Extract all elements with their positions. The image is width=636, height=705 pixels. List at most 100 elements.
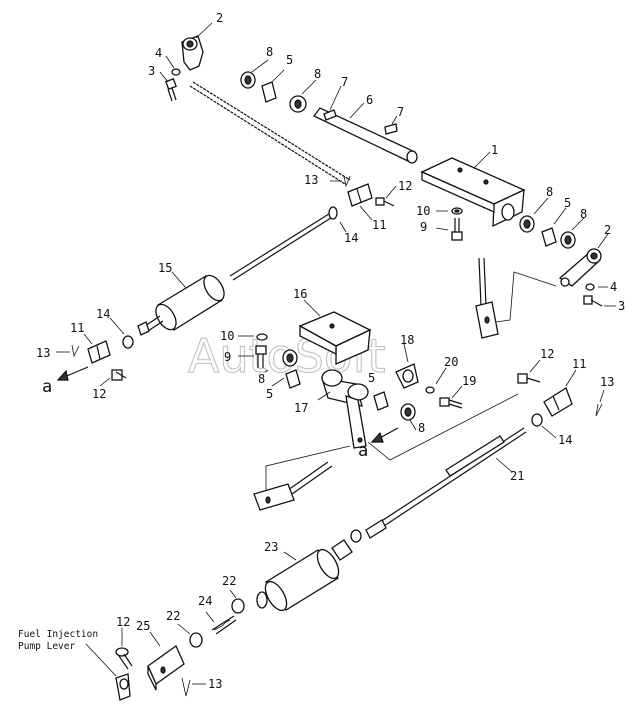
clevis-1: [347, 183, 373, 207]
nut-22b: [189, 632, 203, 648]
label-11a: 11: [372, 218, 386, 232]
cotter-pin-2: [71, 344, 80, 358]
nut-14a: [328, 206, 338, 220]
bracket: [420, 157, 526, 228]
label-22b: 22: [166, 609, 180, 623]
label-4b: 4: [610, 280, 617, 294]
label-17: 17: [294, 401, 308, 415]
washer-20: [425, 386, 435, 394]
rod-15: [137, 211, 335, 336]
bracket-16: [298, 311, 372, 365]
label-5c: 5: [368, 371, 375, 385]
direction-arrow-a-center: [370, 427, 399, 443]
label-24: 24: [198, 594, 212, 608]
link-rod-lower: [253, 461, 333, 511]
label-12d: 12: [116, 615, 130, 629]
nut-small: [350, 529, 362, 543]
bolt-top: [165, 78, 177, 102]
label-4a: 4: [155, 46, 162, 60]
rod-21: [365, 427, 527, 539]
label-8d: 8: [580, 207, 587, 221]
label-5a: 5: [286, 53, 293, 67]
bushing-set-top: [240, 71, 307, 113]
bushing-5d: [373, 391, 389, 411]
label-25: 25: [136, 619, 150, 633]
bolt-9a: [451, 218, 463, 241]
note-line-1: Fuel Injection: [18, 629, 98, 640]
label-12a: 12: [398, 179, 412, 193]
nut-14b: [122, 335, 134, 349]
nut-22a: [231, 598, 245, 614]
cotter-pin-1: [343, 175, 351, 188]
pin-1: [375, 197, 395, 207]
label-9a: 9: [420, 220, 427, 234]
label-10a: 10: [416, 204, 430, 218]
label-12c: 12: [92, 387, 106, 401]
label-8e: 8: [258, 372, 265, 386]
label-12b: 12: [540, 347, 554, 361]
label-3a: 3: [148, 64, 155, 78]
label-21: 21: [510, 469, 524, 483]
nut-14c: [531, 413, 543, 427]
label-15: 15: [158, 261, 172, 275]
arm-18: [395, 363, 419, 389]
small-rod-link: [475, 257, 499, 339]
note-line-2: Pump Lever: [18, 641, 75, 652]
pin-4: [115, 647, 133, 670]
pin-3: [517, 373, 541, 384]
shaft: [313, 107, 418, 164]
bolt-3b: [583, 295, 603, 307]
label-13c: 13: [600, 375, 614, 389]
key-2: [384, 123, 398, 135]
direction-arrow-a-left: [56, 366, 89, 381]
label-5b: 5: [564, 196, 571, 210]
clevis-2: [87, 340, 111, 364]
clevis-3: [543, 387, 573, 417]
bushing-set-right: [519, 215, 576, 249]
label-8a: 8: [266, 45, 273, 59]
label-8c: 8: [546, 185, 553, 199]
label-arrow-a-left: a: [42, 377, 52, 397]
rod-23: [256, 539, 353, 612]
label-14a: 14: [344, 231, 358, 245]
label-10b: 10: [220, 329, 234, 343]
label-22a: 22: [222, 574, 236, 588]
label-11b: 11: [70, 321, 84, 335]
pin-2: [111, 369, 127, 381]
fuel-pump-lever: [115, 673, 131, 701]
label-13b: 13: [36, 346, 50, 360]
lever-clevis-top: [181, 35, 204, 71]
label-13a: 13: [304, 173, 318, 187]
label-8f: 8: [418, 421, 425, 435]
lever-17: [321, 369, 369, 449]
label-5d: 5: [266, 387, 273, 401]
washer-top: [171, 68, 181, 76]
label-20: 20: [444, 355, 458, 369]
label-7a: 7: [341, 75, 348, 89]
clevis-25: [147, 645, 185, 691]
washer-4b: [585, 283, 595, 291]
label-11c: 11: [572, 357, 586, 371]
cotter-pin-4: [181, 677, 191, 697]
label-14b: 14: [96, 307, 110, 321]
label-7b: 7: [397, 105, 404, 119]
label-9b: 9: [224, 350, 231, 364]
label-14c: 14: [558, 433, 572, 447]
label-18: 18: [400, 333, 414, 347]
label-16: 16: [293, 287, 307, 301]
label-2a: 2: [216, 11, 223, 25]
label-1: 1: [491, 143, 498, 157]
label-2b: 2: [604, 223, 611, 237]
label-8b: 8: [314, 67, 321, 81]
label-13d: 13: [208, 677, 222, 691]
stud-24: [211, 615, 237, 635]
bolt-9b: [255, 345, 267, 368]
bolt-19: [439, 397, 463, 409]
label-6: 6: [366, 93, 373, 107]
label-19: 19: [462, 374, 476, 388]
label-23: 23: [264, 540, 278, 554]
lever-right: [558, 248, 602, 287]
label-arrow-a-center: a: [358, 441, 368, 461]
label-3b: 3: [618, 299, 625, 313]
